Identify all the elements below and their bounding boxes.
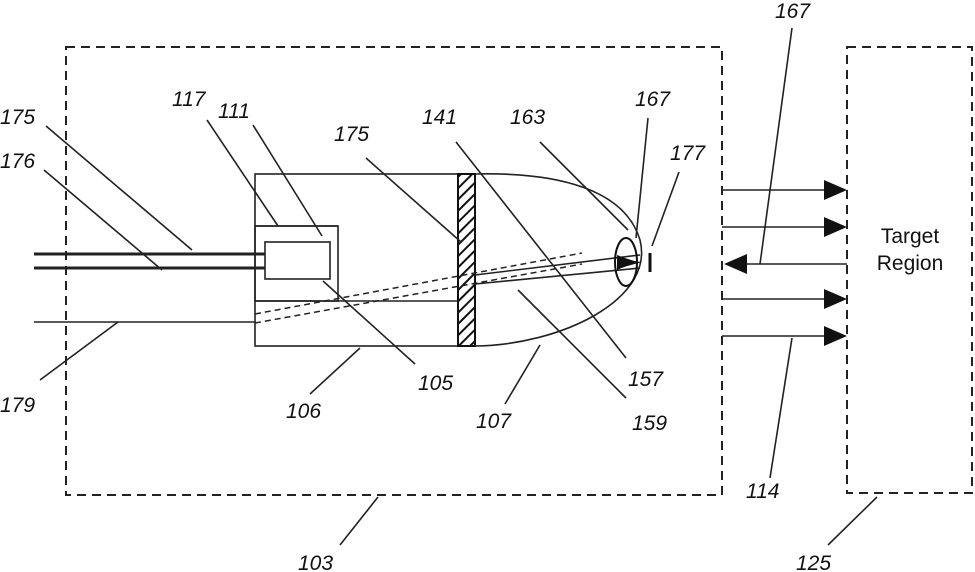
label-167-top: 167	[635, 88, 671, 111]
label-106: 106	[286, 400, 321, 423]
label-176: 176	[0, 150, 35, 173]
signal-arrows	[722, 180, 847, 346]
label-163: 163	[510, 106, 545, 129]
label-117: 117	[172, 88, 207, 111]
target-region-label-line2: Region	[877, 252, 944, 275]
label-179: 179	[0, 394, 35, 417]
label-111: 111	[218, 100, 250, 123]
label-114: 114	[746, 480, 779, 503]
label-159: 159	[632, 412, 667, 435]
dome-107	[475, 174, 642, 346]
label-177: 177	[670, 142, 706, 165]
housing-106	[255, 174, 460, 346]
label-175-mid: 175	[334, 123, 369, 146]
component-111	[255, 226, 338, 301]
label-157: 157	[628, 368, 664, 391]
fiber-dashed-lower	[255, 264, 582, 323]
label-105: 105	[418, 372, 453, 395]
system-boundary-103	[66, 47, 722, 495]
hatched-plate	[458, 174, 475, 346]
label-125: 125	[796, 552, 831, 572]
component-105	[265, 242, 330, 279]
label-167-right: 167	[775, 0, 811, 23]
label-103: 103	[298, 552, 333, 572]
label-175-left: 175	[0, 106, 35, 129]
label-141: 141	[422, 106, 457, 129]
target-region-label-line1: Target	[881, 225, 940, 248]
label-107: 107	[476, 410, 512, 433]
